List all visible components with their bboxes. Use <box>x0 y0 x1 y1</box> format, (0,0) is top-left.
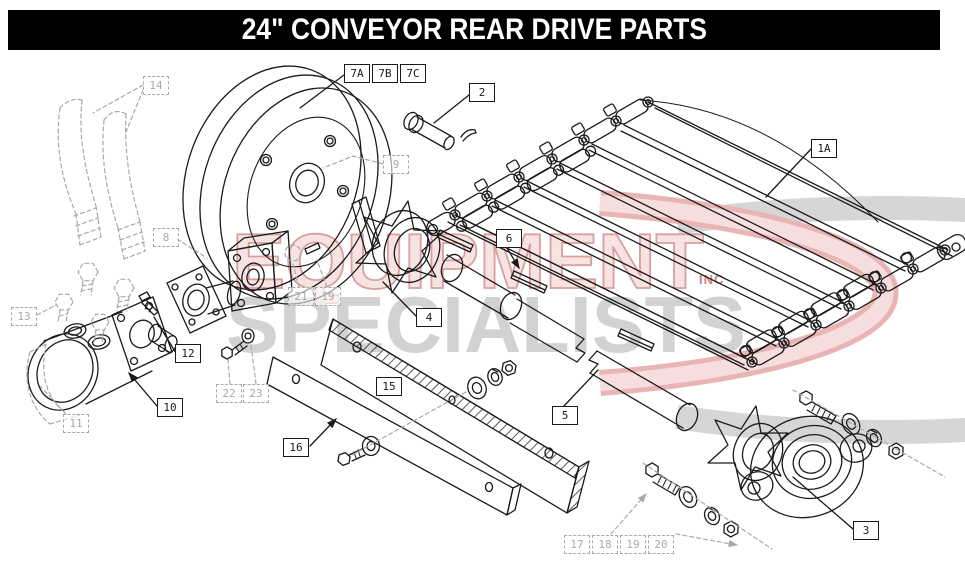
fastener-row-upper <box>799 390 904 460</box>
coupling-hardware <box>221 242 321 360</box>
conveyor-bottom-chain <box>739 233 965 368</box>
drive-shaft <box>440 253 699 432</box>
leader-lines <box>128 74 854 530</box>
clevis-pin <box>403 111 477 151</box>
watermark-logo: EQUIPMENT SPECIALISTS INC <box>226 190 965 444</box>
flange-screw <box>138 291 159 316</box>
hidden-bracket <box>26 343 81 425</box>
flange-adapter <box>166 265 242 334</box>
rear-bearing-assembly <box>707 405 873 519</box>
logo-gray-swoosh <box>675 196 965 444</box>
conveyor-chain-assembly <box>426 96 965 371</box>
hidden-bushing <box>284 244 302 262</box>
dashed-leader-lines <box>36 84 946 550</box>
title-bar: 24" CONVEYOR REAR DRIVE PARTS <box>8 10 940 50</box>
conveyor-top-chain <box>426 96 654 237</box>
mounting-plates <box>266 318 590 516</box>
plate-hardware <box>337 359 517 467</box>
logo-red-swoosh-inner <box>599 195 894 391</box>
drive-pulley-drum <box>182 65 393 305</box>
drive-sprocket <box>355 200 445 294</box>
shaft-keys <box>436 229 655 352</box>
hydraulic-hoses <box>57 98 146 260</box>
hose-fittings <box>54 262 135 343</box>
page-title: 24" CONVEYOR REAR DRIVE PARTS <box>241 13 707 46</box>
